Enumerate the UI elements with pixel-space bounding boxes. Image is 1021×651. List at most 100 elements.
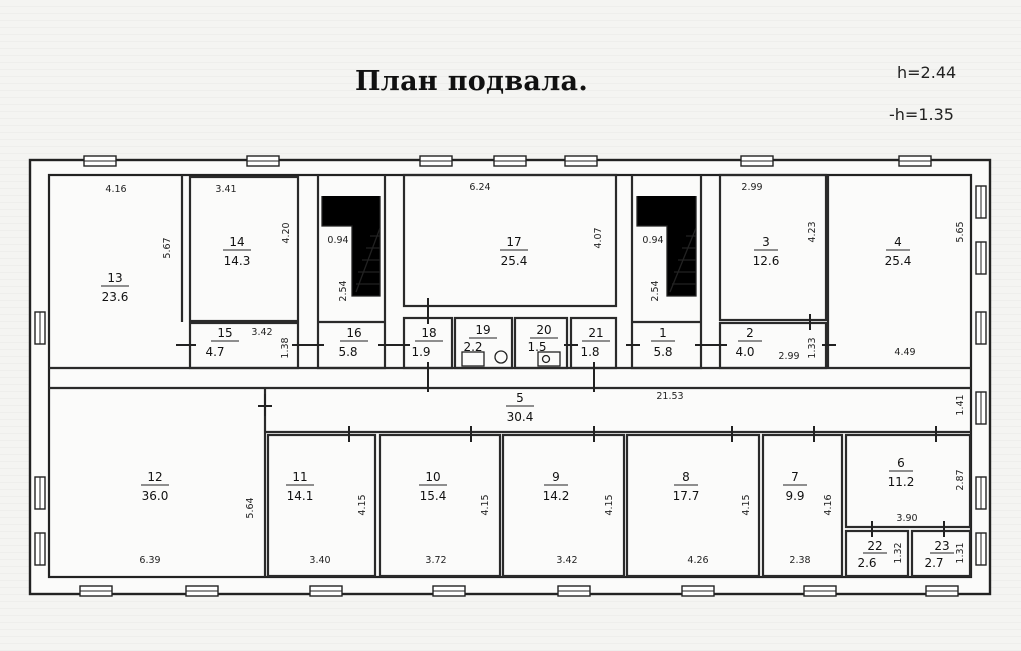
svg-text:9.9: 9.9 — [785, 489, 804, 503]
sanitary-fixtures — [461, 350, 561, 367]
dimension-label: 3.40 — [309, 555, 330, 566]
dimension-labels: 4.16 5.67 3.41 4.20 3.42 1.38 0.94 2.54 … — [105, 182, 966, 566]
dimension-label: 4.15 — [480, 494, 491, 515]
room-label-3: 312.6 — [753, 235, 780, 268]
dimension-label: 0.94 — [642, 235, 663, 246]
dimension-label: 4.15 — [604, 494, 615, 515]
dimension-label: 2.38 — [789, 555, 810, 566]
window — [185, 585, 219, 597]
svg-text:30.4: 30.4 — [507, 410, 534, 424]
svg-text:1: 1 — [659, 326, 667, 340]
dimension-label: 2.99 — [778, 351, 799, 362]
window — [681, 585, 715, 597]
toilet-bowl-icon — [494, 350, 508, 364]
window — [975, 532, 987, 566]
room-label-21: 211.8 — [580, 326, 610, 359]
window — [246, 155, 280, 167]
toilet-icon — [461, 351, 485, 367]
dimension-label: 2.54 — [338, 280, 349, 301]
window — [493, 155, 527, 167]
toilet-icon — [537, 351, 561, 367]
dimension-label: 4.20 — [281, 222, 292, 243]
svg-text:10: 10 — [425, 470, 440, 484]
dimension-label: 4.16 — [105, 184, 126, 195]
dimension-label: 4.49 — [894, 347, 915, 358]
svg-text:20: 20 — [536, 323, 551, 337]
dimension-label: 6.39 — [139, 555, 160, 566]
svg-text:16: 16 — [346, 326, 361, 340]
svg-text:12.6: 12.6 — [753, 254, 780, 268]
dimension-label: 2.54 — [650, 280, 661, 301]
dimension-label: 1.38 — [280, 337, 291, 358]
dimension-label: 3.42 — [556, 555, 577, 566]
room-label-7: 79.9 — [783, 470, 807, 503]
window — [557, 585, 591, 597]
window — [975, 241, 987, 275]
room-label-18: 181.9 — [411, 326, 443, 359]
window — [975, 476, 987, 510]
svg-text:14.3: 14.3 — [224, 254, 251, 268]
dimension-label: 1.41 — [955, 394, 966, 415]
room-label-5: 530.4 — [506, 391, 534, 424]
windows — [34, 155, 987, 597]
svg-text:23: 23 — [934, 539, 949, 553]
stair-left — [321, 196, 381, 297]
svg-text:5.8: 5.8 — [338, 345, 357, 359]
room-label-8: 817.7 — [673, 470, 700, 503]
svg-text:8: 8 — [682, 470, 690, 484]
window — [975, 311, 987, 345]
window — [34, 311, 46, 345]
svg-text:14: 14 — [229, 235, 244, 249]
window — [803, 585, 837, 597]
svg-text:5: 5 — [516, 391, 524, 405]
window — [79, 585, 113, 597]
svg-text:1.5: 1.5 — [527, 340, 546, 354]
dimension-label: 3.72 — [425, 555, 446, 566]
window — [83, 155, 117, 167]
svg-text:13: 13 — [107, 271, 122, 285]
svg-text:3: 3 — [762, 235, 770, 249]
svg-text:4.7: 4.7 — [205, 345, 224, 359]
svg-text:2.2: 2.2 — [463, 340, 482, 354]
room-label-2: 24.0 — [735, 326, 762, 359]
window — [975, 185, 987, 219]
room-label-20: 201.5 — [527, 323, 558, 354]
svg-text:2.6: 2.6 — [857, 556, 876, 570]
dimension-label: 4.07 — [593, 227, 604, 248]
room-label-15: 154.7 — [205, 326, 239, 359]
stair-right — [636, 196, 697, 297]
svg-text:14.2: 14.2 — [543, 489, 570, 503]
svg-text:18: 18 — [421, 326, 436, 340]
dimension-label: 2.99 — [741, 182, 762, 193]
svg-text:17.7: 17.7 — [673, 489, 700, 503]
dimension-label: 6.24 — [469, 182, 490, 193]
toilet-bowl-icon — [541, 354, 551, 364]
svg-text:22: 22 — [867, 539, 882, 553]
dimension-label: 3.90 — [896, 513, 917, 524]
doors — [176, 298, 945, 537]
dimension-label: 3.42 — [251, 327, 272, 338]
room-label-1: 15.8 — [651, 326, 675, 359]
svg-text:23.6: 23.6 — [102, 290, 129, 304]
window — [898, 155, 932, 167]
window — [419, 155, 453, 167]
svg-text:11.2: 11.2 — [888, 475, 915, 489]
svg-text:17: 17 — [506, 235, 521, 249]
room-label-13: 13 23.6 — [101, 271, 129, 304]
svg-text:2.7: 2.7 — [924, 556, 943, 570]
room-label-4: 425.4 — [885, 235, 912, 268]
window — [309, 585, 343, 597]
room-label-22: 222.6 — [857, 539, 887, 570]
low-height-note: -h=1.35 — [889, 105, 954, 124]
room-label-14: 14 14.3 — [223, 235, 251, 268]
svg-text:4.0: 4.0 — [735, 345, 754, 359]
dimension-label: 4.23 — [807, 221, 818, 242]
dimension-label: 3.41 — [215, 184, 236, 195]
window — [975, 391, 987, 425]
dimension-label: 1.33 — [807, 337, 818, 358]
window — [34, 476, 46, 510]
room-label-16: 165.8 — [338, 326, 368, 359]
svg-text:21: 21 — [588, 326, 603, 340]
